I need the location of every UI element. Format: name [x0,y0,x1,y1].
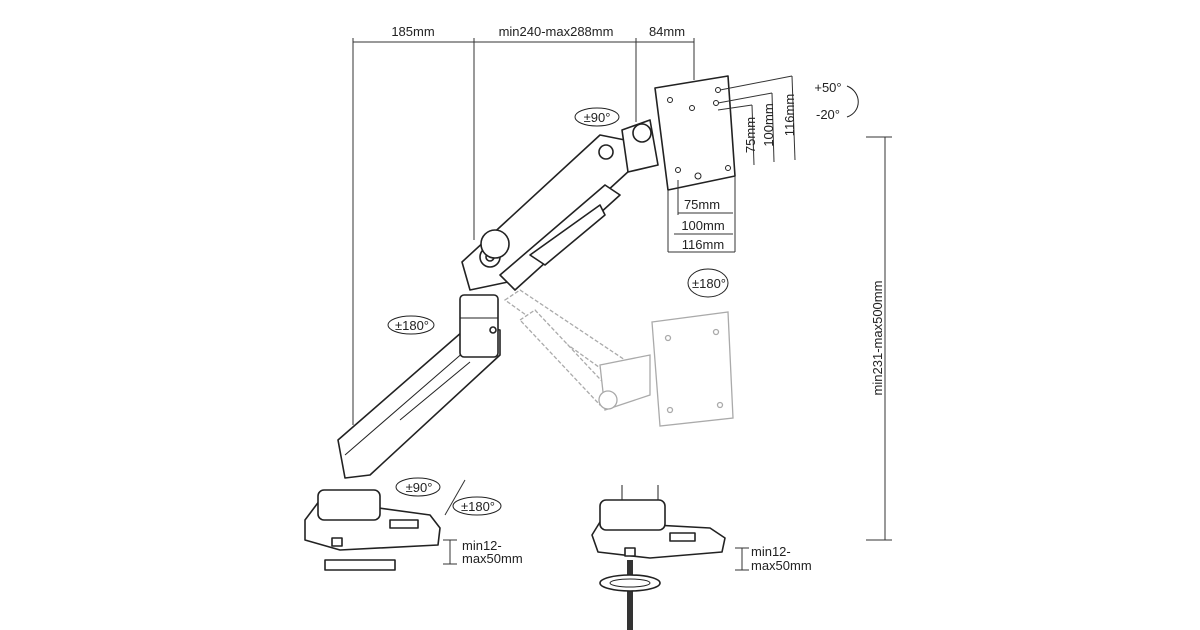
tilt-down-label: -20° [816,107,840,122]
rotation-icons [387,85,859,516]
left-clamp-range-1: min12- [462,538,502,553]
vesa-h-75: 75mm [684,197,720,212]
vesa-plate [654,75,736,191]
left-clamp-range-2: max50mm [462,551,523,566]
tilt-up-label: +50° [814,80,841,95]
vesa-v-75: 75mm [743,117,758,153]
tilt-head [621,119,659,173]
base-swivel-b-label: ±180° [461,499,495,514]
dim-arm-length: min240-max288mm [499,24,614,39]
height-dimension-line [866,136,892,541]
dim-height: min231-max500mm [870,281,885,396]
lowered-arm-ghost [503,289,734,427]
head-swivel-label: ±90° [584,110,611,125]
vesa-dimension-lines [667,75,796,253]
right-clamp-range-2: max50mm [751,558,812,573]
left-clamp-dim [443,539,457,565]
vesa-v-100: 100mm [761,103,776,146]
lower-arm [337,294,501,479]
vesa-h-116: 116mm [682,237,724,252]
plate-rotation-label: ±180° [692,276,726,291]
upper-arm [461,134,631,291]
arm-rotation-label: ±180° [395,318,429,333]
vesa-v-116: 116mm [782,94,797,136]
dim-185: 185mm [391,24,434,39]
dim-84: 84mm [649,24,685,39]
base-swivel-a-label: ±90° [406,480,433,495]
left-base-clamp [304,489,441,571]
right-clamp-range-1: min12- [751,544,791,559]
right-base-grommet [591,485,726,630]
top-dimension-lines [352,38,695,425]
right-clamp-dim [735,547,749,571]
vesa-h-100: 100mm [681,218,724,233]
